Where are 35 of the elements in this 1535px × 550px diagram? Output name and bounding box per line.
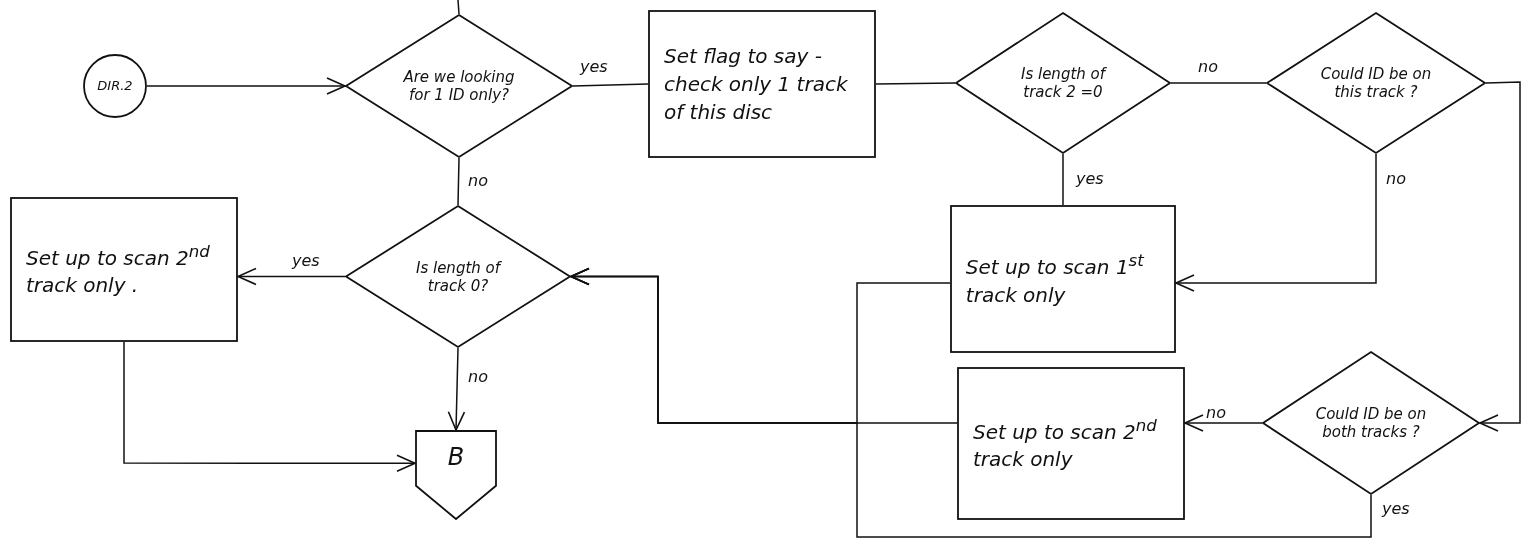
decision-text: Is length of track 2 =0	[1019, 65, 1108, 101]
flow-arrow	[123, 341, 416, 473]
flow-arrow	[146, 77, 346, 95]
process-text: Set up to scan 2$^{nd}$ track only	[972, 414, 1158, 474]
flow-line	[572, 83, 649, 87]
flow-arrow	[1175, 153, 1377, 292]
flow-arrow	[447, 347, 466, 431]
flow-arrow	[237, 267, 346, 286]
decision-diamond	[1262, 351, 1480, 495]
process-box	[648, 10, 876, 158]
flow-line	[1062, 153, 1064, 206]
decision-diamond	[345, 14, 573, 158]
off-page-connector	[415, 430, 497, 520]
decision-diamond	[1266, 12, 1486, 154]
flow-line	[1170, 82, 1267, 84]
connector-label: B	[446, 443, 466, 473]
decision-text: Are we looking for 1 ID only?	[402, 68, 516, 104]
process-box	[957, 367, 1185, 520]
flow-line	[875, 82, 956, 85]
flow-line	[457, 0, 460, 15]
process-text: Set up to scan 2$^{nd}$ track only .	[25, 240, 211, 300]
flow-line	[457, 157, 460, 206]
decision-diamond	[345, 205, 571, 348]
connector-label: DIR.2	[96, 78, 134, 94]
flow-arrow	[1479, 81, 1521, 432]
decision-text: Is length of track 0?	[414, 258, 503, 295]
decision-text: Could ID be on both tracks ?	[1314, 405, 1428, 441]
connector-circle	[83, 54, 147, 118]
decision-diamond	[955, 12, 1171, 154]
decision-text: Could ID be on this track ?	[1319, 65, 1433, 101]
flow-arrow	[1184, 414, 1263, 432]
process-text: Set up to scan 1$^{st}$ track only	[965, 250, 1146, 309]
process-box	[950, 205, 1176, 353]
process-text: Set flag to say - check only 1 track of this disc	[663, 43, 849, 126]
process-box	[10, 197, 238, 342]
